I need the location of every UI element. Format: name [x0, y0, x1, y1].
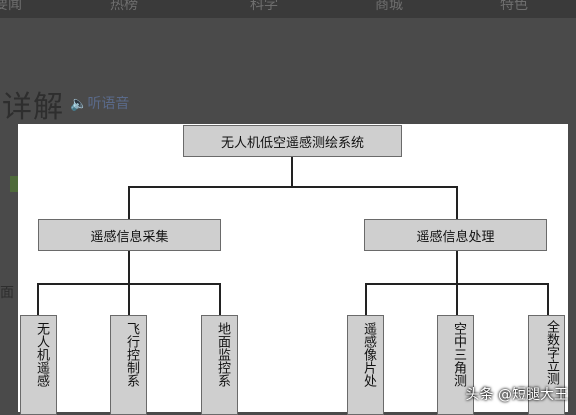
- diagram-image: 无人机低空遥感测绘系统 遥感信息采集 遥感信息处理 无人机遥感 飞行控制系 地面…: [18, 124, 568, 415]
- branch-node-processing: 遥感信息处理: [364, 219, 547, 251]
- speaker-icon: 🔈: [70, 96, 88, 112]
- leaf-node: 地面监控系: [201, 315, 238, 415]
- root-node: 无人机低空遥感测绘系统: [183, 125, 402, 157]
- connector-line: [37, 283, 39, 315]
- leaf-node: 全数字立测: [528, 315, 565, 415]
- leaf-node: 空中三角测: [437, 315, 474, 415]
- connector-line: [456, 186, 458, 219]
- nav-item[interactable]: 要闻: [0, 0, 22, 13]
- listen-audio-link[interactable]: 🔈听语音: [70, 93, 129, 113]
- article-title: 详解: [2, 90, 64, 125]
- leaf-node: 飞行控制系: [110, 315, 147, 415]
- connector-line: [219, 283, 221, 315]
- connector-line: [365, 283, 367, 315]
- connector-line: [128, 186, 130, 219]
- top-navigation-bar: 要闻 热榜 科学 商城 特色: [0, 0, 576, 18]
- branch-node-collection: 遥感信息采集: [38, 219, 221, 251]
- nav-item[interactable]: 科学: [250, 0, 278, 13]
- connector-line: [547, 283, 549, 315]
- section-marker: [10, 176, 18, 192]
- nav-item[interactable]: 特色: [500, 0, 528, 13]
- listen-audio-label: 听语音: [87, 96, 130, 112]
- nav-item[interactable]: 商城: [375, 0, 403, 13]
- connector-line: [456, 251, 458, 284]
- side-text: 面: [0, 285, 14, 301]
- connector-line: [291, 157, 293, 187]
- connector-line: [128, 251, 130, 284]
- connector-line: [456, 283, 458, 315]
- connector-line: [128, 186, 458, 188]
- leaf-node: 遥感像片处: [347, 315, 384, 415]
- nav-item[interactable]: 热榜: [110, 0, 138, 13]
- leaf-node: 无人机遥感: [20, 315, 57, 415]
- watermark-text: 头条 @短腿大王: [465, 387, 568, 403]
- connector-line: [128, 283, 130, 315]
